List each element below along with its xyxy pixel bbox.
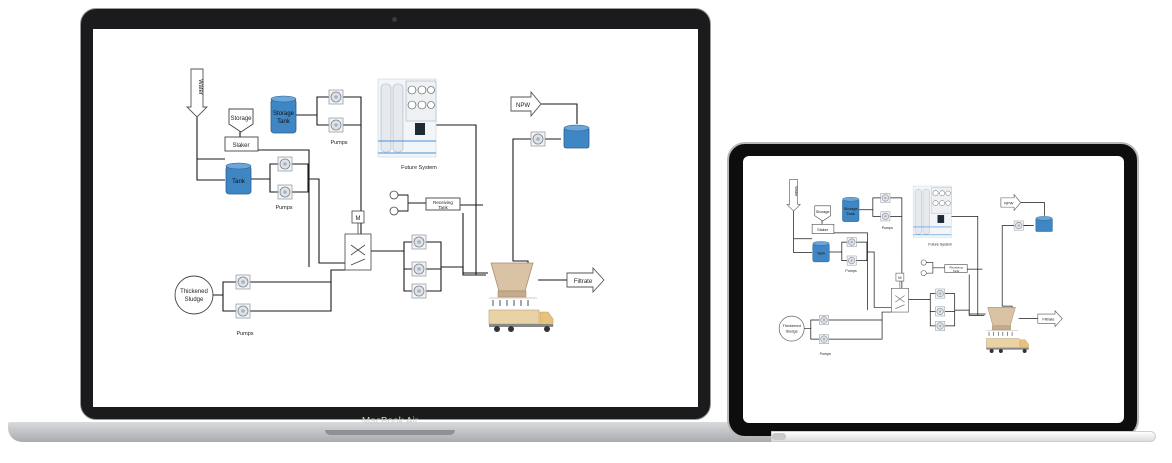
- truck-icon: [488, 309, 554, 332]
- receiving-tank: Receiving Tank: [389, 190, 461, 216]
- stylus-pencil: [771, 431, 1156, 442]
- pump-icon: [328, 117, 344, 133]
- mirror-pump-icon: [846, 237, 857, 248]
- mirror-pump-icon: [819, 315, 829, 325]
- pump-icon: [328, 89, 344, 105]
- mirror-water-label: Water: [794, 186, 799, 197]
- pumps-mid-label: Pumps: [275, 205, 292, 211]
- laptop-notch: [325, 430, 455, 435]
- laptop-screen: Water Storage Slaker Tank: [93, 29, 698, 407]
- mirror-pump-icon: [880, 192, 891, 203]
- mirror-thickened-label-2: Sludge: [786, 329, 799, 334]
- mirror-filter-press: [986, 307, 1019, 336]
- mirror-future-system: Future System: [912, 185, 952, 246]
- tablet-frame: Water Storage Slaker Tank: [727, 142, 1139, 438]
- mirror-lime-tank: Tank: [812, 241, 830, 263]
- mirror-thickened-sludge: Thickened Sludge: [778, 315, 805, 342]
- mirror-storage-tank-label-1: Storage: [844, 206, 859, 211]
- mirror-storage-label: Storage: [816, 209, 831, 214]
- future-system-label: Future System: [401, 165, 437, 171]
- mirror-npw-inlet: NPW: [1000, 193, 1022, 212]
- future-system: Future System: [377, 78, 437, 171]
- mirror-storage-hopper: Storage: [814, 205, 831, 222]
- thickened-label-1: Thickened: [180, 289, 208, 295]
- mirror-filtrate-outlet: Filtrate: [1037, 309, 1063, 328]
- mirror-pump-icon: [935, 288, 946, 299]
- storage-tank: Storage Tank: [270, 95, 297, 134]
- npw-tank: [563, 124, 590, 149]
- mirror-filtrate-label: Filtrate: [1042, 317, 1055, 322]
- mirror-pump-icon: [935, 306, 946, 317]
- pumps-bottom-label: Pumps: [236, 331, 253, 337]
- thickened-label-2: Sludge: [185, 297, 204, 303]
- filtrate-label: Filtrate: [574, 279, 593, 285]
- mirror-tank-label: Tank: [817, 251, 825, 256]
- tablet-screen: Water Storage Slaker Tank: [743, 156, 1124, 423]
- laptop-lid: Water Storage Slaker Tank: [80, 8, 711, 420]
- device-brand-label: MacBook Air: [361, 416, 419, 427]
- filtrate-outlet: Filtrate: [566, 266, 605, 294]
- receiving-tank-label-2: Tank: [438, 205, 448, 210]
- mirror-pump-icon: [880, 211, 891, 222]
- mirror-pump-icon: [935, 320, 946, 331]
- mirror-pumps-bottom-label: Pumps: [820, 352, 831, 356]
- mirror-npw-label: NPW: [1004, 200, 1013, 205]
- mirror-mixer-label: M: [898, 275, 901, 280]
- pumps-top-label: Pumps: [330, 140, 347, 146]
- storage-label: Storage: [230, 116, 252, 122]
- process-diagram-mirror: Water Storage Slaker Tank: [778, 179, 1063, 356]
- thickened-sludge: Thickened Sludge: [174, 275, 214, 315]
- mirror-water-inlet: Water: [786, 179, 801, 212]
- mirror-receiving-tank-label-1: Receiving: [949, 266, 962, 270]
- slaker-label: Slaker: [232, 143, 249, 149]
- mirror-mixer-unit: M: [891, 272, 909, 313]
- pump-icon: [235, 274, 251, 290]
- npw-label: NPW: [516, 103, 530, 109]
- pump-icon: [277, 184, 293, 200]
- tank-label: Tank: [232, 179, 246, 185]
- mirror-npw-tank: [1035, 216, 1053, 232]
- pump-icon: [277, 156, 293, 172]
- water-label: Water: [197, 79, 203, 95]
- pump-icon: [530, 131, 546, 147]
- mirror-storage-tank-label-2: Tank: [847, 211, 855, 216]
- mirror-pumps-mid-label: Pumps: [845, 269, 856, 273]
- process-diagram: Water Storage Slaker Tank: [174, 68, 605, 337]
- pump-icon: [411, 261, 427, 277]
- mirror-pump-icon: [1013, 220, 1024, 231]
- lime-tank: Tank: [225, 162, 252, 195]
- slaker: Slaker: [224, 136, 259, 152]
- mirror-pumps-top-label: Pumps: [882, 226, 893, 230]
- pump-icon: [411, 234, 427, 250]
- mirror-pump-icon: [819, 334, 829, 345]
- storage-tank-label-1: Storage: [273, 111, 295, 117]
- pump-icon: [411, 283, 427, 299]
- pump-icon: [235, 303, 251, 319]
- mirror-storage-tank: Storage Tank: [842, 197, 860, 222]
- npw-inlet: NPW: [510, 90, 542, 118]
- mirror-slaker: Slaker: [811, 223, 835, 234]
- receiving-tank-label-1: Receiving: [433, 200, 453, 205]
- camera-icon: [392, 17, 397, 22]
- mirror-truck-icon: [986, 338, 1029, 353]
- mixer-label: M: [356, 216, 361, 222]
- mirror-slaker-label: Slaker: [817, 227, 829, 232]
- mirror-future-system-label: Future System: [928, 242, 952, 246]
- mixer-unit: M: [344, 210, 372, 271]
- stylus-tip: [772, 433, 786, 440]
- storage-tank-label-2: Tank: [277, 119, 291, 125]
- mirror-pump-icon: [846, 255, 857, 266]
- water-inlet: Water: [185, 68, 209, 118]
- flow-lines: [196, 96, 578, 312]
- filter-press: [489, 262, 537, 306]
- mirror-receiving-tank: Receiving Tank: [920, 259, 968, 277]
- mirror-thickened-label-1: Thickened: [783, 323, 801, 328]
- mirror-receiving-tank-label-2: Tank: [953, 269, 960, 273]
- storage-hopper: Storage: [228, 108, 254, 133]
